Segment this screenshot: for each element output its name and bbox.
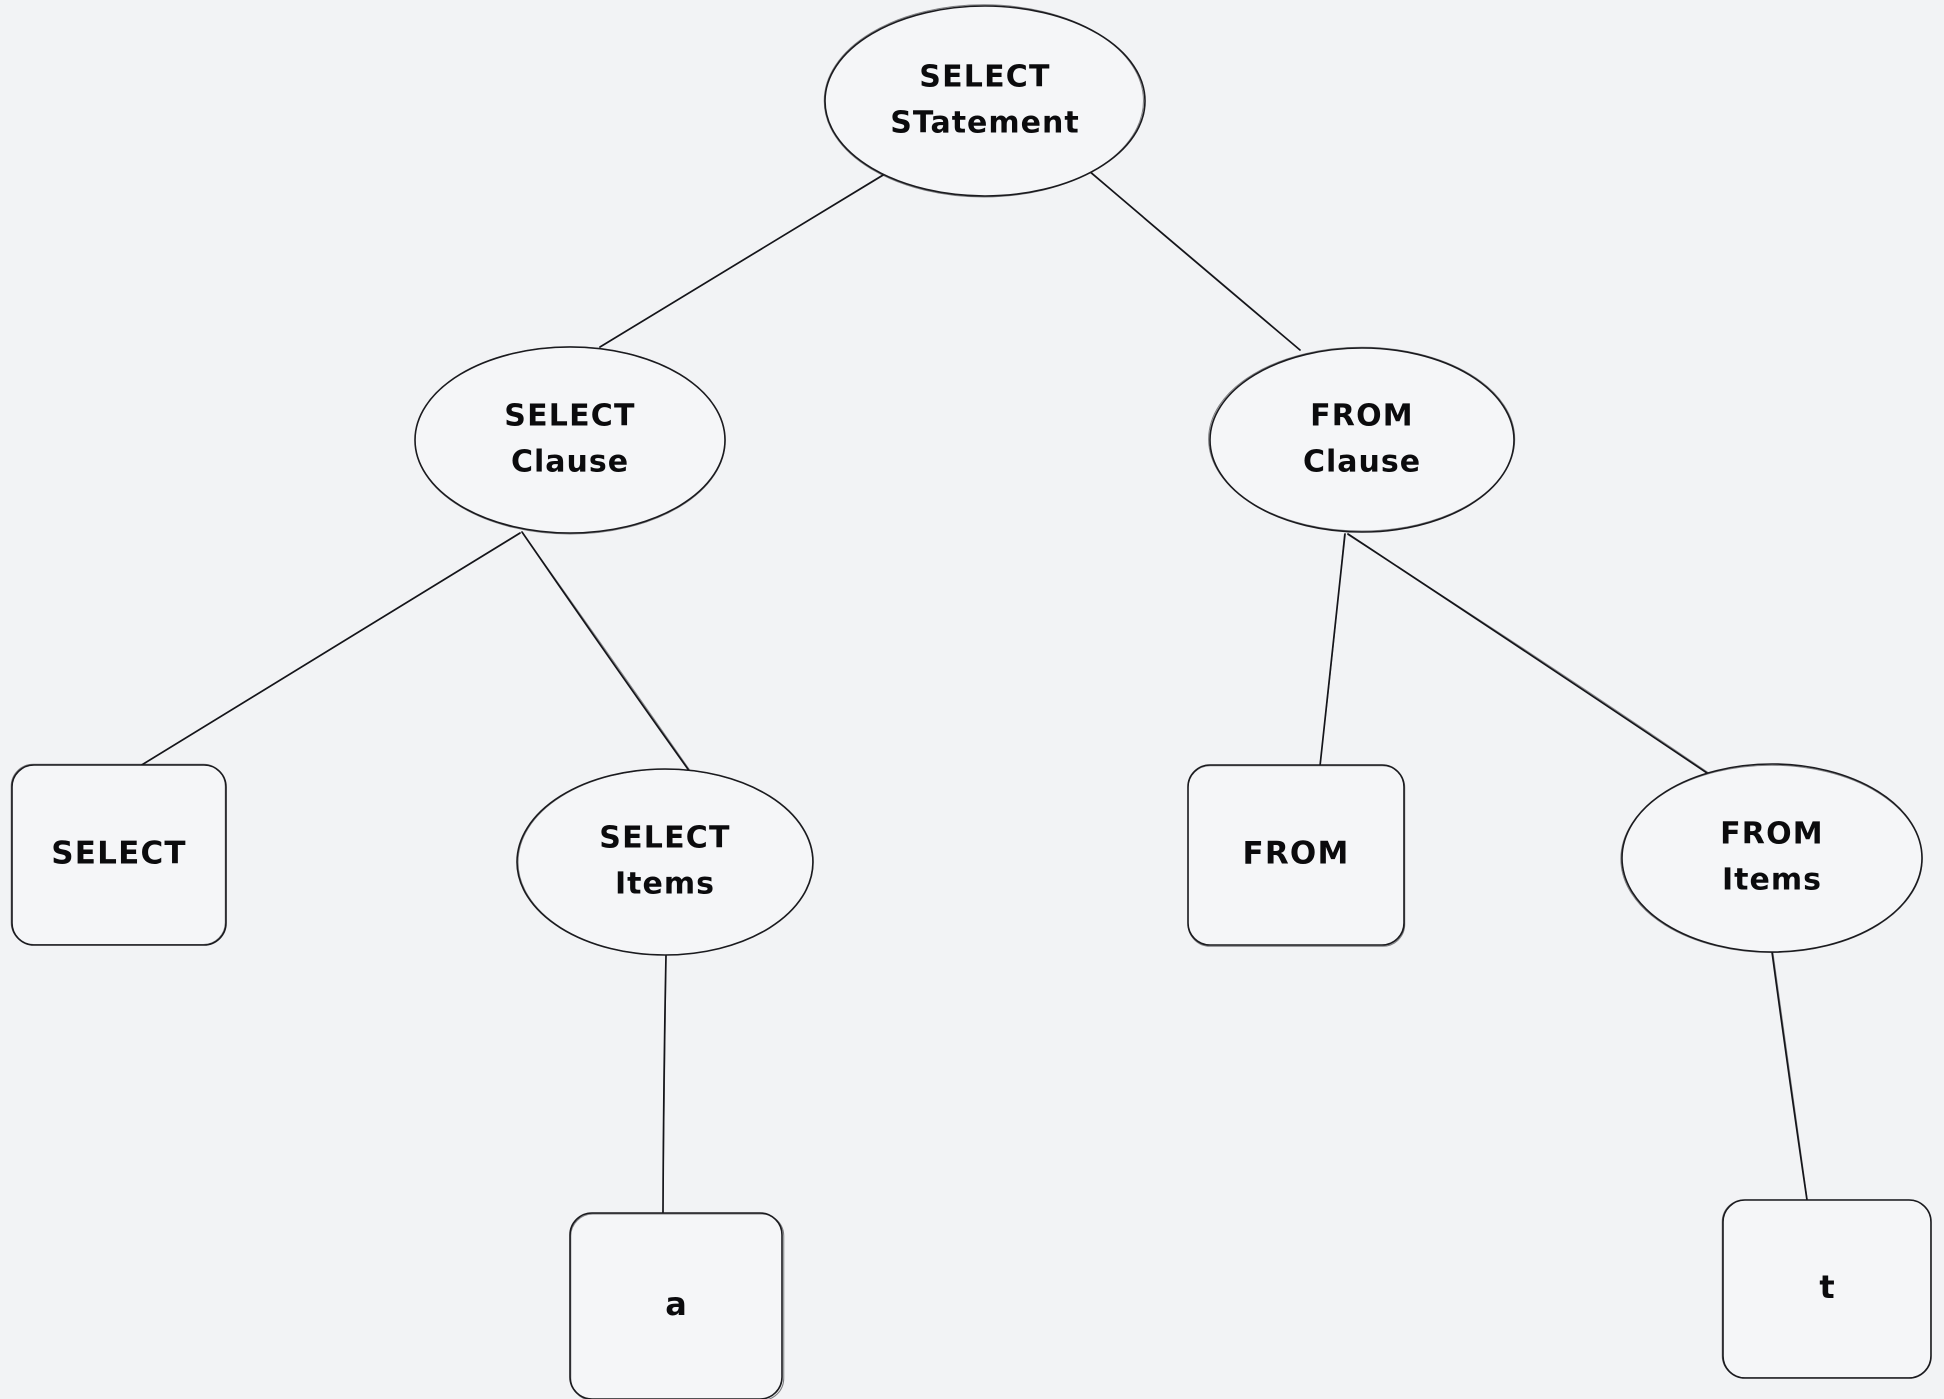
node-shape-rect-ghost (1721, 1199, 1932, 1379)
node-select-keyword[interactable]: SELECT (10, 763, 227, 946)
edge-root-from-clause-stroke-ghost (1087, 170, 1300, 350)
node-select-statement[interactable]: SELECT STatement (823, 4, 1146, 198)
node-shape-rect-ghost (10, 763, 226, 946)
edge-select-clause-items-stroke-ghost (521, 532, 692, 772)
node-select-item-a[interactable]: a (569, 1212, 785, 1399)
node-label-line1: SELECT (599, 821, 730, 856)
edge-from-items-t (1771, 951, 1808, 1201)
node-from-items[interactable]: FROM Items (1620, 763, 1923, 953)
node-from-keyword[interactable]: FROM (1187, 764, 1406, 947)
node-label-line1: FROM (1242, 836, 1349, 872)
edge-select-clause-keyword-stroke-ghost (140, 533, 521, 766)
edge-select-items-a (662, 954, 667, 1214)
edge-select-clause-items (521, 531, 692, 773)
node-select-items[interactable]: SELECT Items (516, 768, 814, 956)
node-label-line2: STatement (890, 106, 1079, 141)
node-select-clause[interactable]: SELECT Clause (414, 346, 726, 535)
node-shape-ellipse-ghost (414, 346, 726, 535)
node-layer: SELECTSTatementSELECTClauseFROMClauseSEL… (10, 4, 1932, 1399)
node-shape-rect-ghost (570, 1213, 785, 1399)
node-label-line1: SELECT (504, 399, 635, 434)
node-shape-rect (569, 1212, 783, 1399)
edge-root-from-clause (1087, 169, 1301, 351)
node-label-line2: Clause (511, 445, 629, 480)
node-shape-ellipse (824, 5, 1146, 197)
node-from-item-t[interactable]: t (1721, 1199, 1932, 1379)
node-label-line1: a (665, 1285, 687, 1323)
edge-select-clause-keyword (139, 532, 521, 767)
edge-from-clause-keyword (1319, 533, 1346, 767)
node-shape-ellipse-ghost (1208, 346, 1516, 532)
node-shape-ellipse-ghost (517, 768, 814, 956)
node-from-clause[interactable]: FROM Clause (1208, 346, 1516, 533)
edge-layer (139, 169, 1808, 1214)
node-label-line1: t (1819, 1268, 1834, 1306)
node-label-line2: Items (615, 867, 715, 902)
node-shape-ellipse (414, 346, 726, 534)
node-shape-ellipse-ghost (1620, 764, 1923, 953)
edge-from-clause-items (1347, 533, 1712, 776)
edge-from-clause-keyword-stroke-ghost (1319, 534, 1345, 766)
node-label-line1: FROM (1310, 399, 1414, 434)
node-label-line1: SELECT (919, 60, 1050, 95)
node-label-line2: Items (1722, 863, 1822, 898)
node-label-line2: Clause (1303, 445, 1421, 480)
node-shape-ellipse-ghost (823, 4, 1144, 198)
edge-from-items-t-stroke (1771, 951, 1808, 1201)
node-shape-rect-ghost (1187, 765, 1406, 947)
edge-root-select-clause (599, 171, 889, 348)
node-label-line1: SELECT (51, 836, 187, 872)
node-label-line1: FROM (1720, 817, 1824, 852)
node-shape-ellipse (1209, 347, 1515, 533)
edge-from-clause-items-stroke-ghost (1347, 534, 1712, 775)
edge-from-items-t-stroke-ghost (1772, 952, 1808, 1200)
node-shape-ellipse (516, 768, 814, 956)
edge-root-select-clause-stroke-ghost (600, 172, 889, 347)
edge-select-items-a-stroke-ghost (662, 955, 667, 1213)
